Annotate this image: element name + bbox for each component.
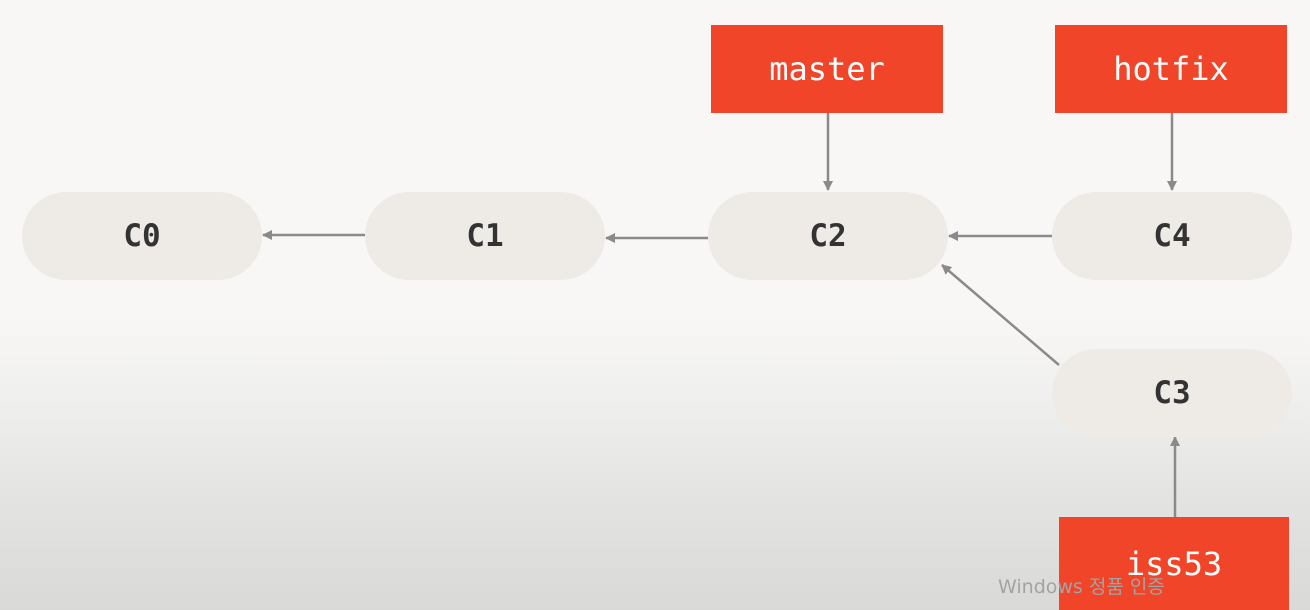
arrow-c3-to-c2 bbox=[941, 264, 1060, 366]
branch-master: master bbox=[711, 25, 943, 113]
commit-c3: C3 bbox=[1052, 349, 1292, 437]
branch-iss53: iss53 bbox=[1059, 517, 1289, 610]
commit-c1: C1 bbox=[365, 192, 605, 280]
branch-hotfix: hotfix bbox=[1055, 25, 1287, 113]
commit-c4: C4 bbox=[1052, 192, 1292, 280]
commit-c0: C0 bbox=[22, 192, 262, 280]
windows-activation-watermark: Windows 정품 인증 bbox=[998, 576, 1165, 598]
commit-c2: C2 bbox=[708, 192, 948, 280]
